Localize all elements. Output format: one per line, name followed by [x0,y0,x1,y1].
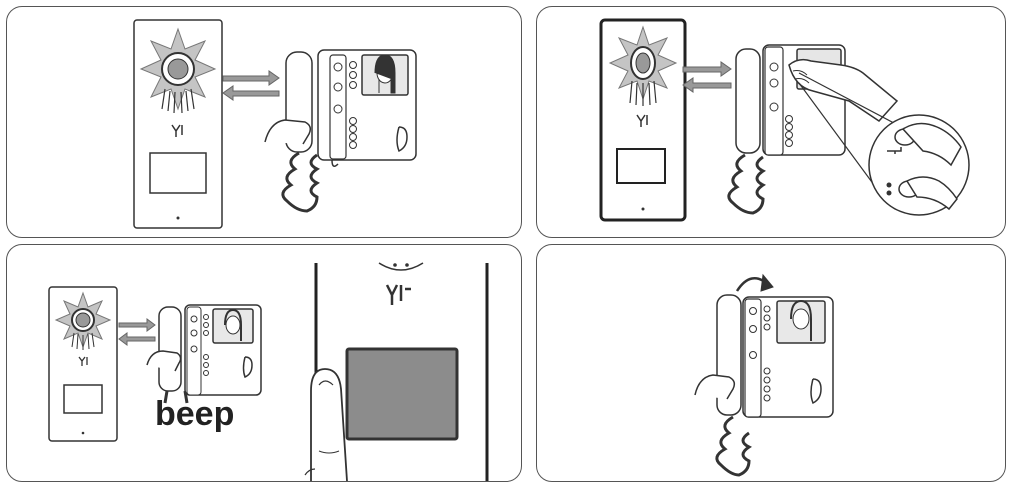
coiled-cord-icon [729,155,763,213]
two-way-arrows-icon [683,62,731,92]
finger-press-icon [311,369,347,481]
hand-icon [147,351,181,371]
call-symbol-icon [387,285,411,305]
hand-icon [695,375,734,399]
beep-label: beep [155,395,234,434]
handset-icon [736,49,760,153]
hand-icon [265,120,310,144]
handset-icon [159,307,181,391]
two-way-arrows-icon [223,71,279,100]
speaker-arc [379,263,423,270]
name-plate [617,149,665,183]
visitor-face-icon [793,309,809,329]
panel-3-illustration [7,245,521,481]
panel-4-illustration [537,245,1005,481]
panel-1-call-answer [6,6,522,238]
name-plate [64,385,102,413]
visitor-face-icon [226,316,240,334]
coiled-cord-icon [717,417,749,475]
two-way-arrows-icon [119,319,155,345]
panel-2-door-unlock [536,6,1006,238]
coiled-cord-icon [283,153,317,211]
panel-4-hang-up [536,244,1006,482]
panel-2-illustration [537,7,1005,237]
panel-1-illustration [7,7,521,237]
panel-3-call-button: beep [6,244,522,482]
name-plate [150,153,206,193]
name-plate-zoom [347,349,457,439]
